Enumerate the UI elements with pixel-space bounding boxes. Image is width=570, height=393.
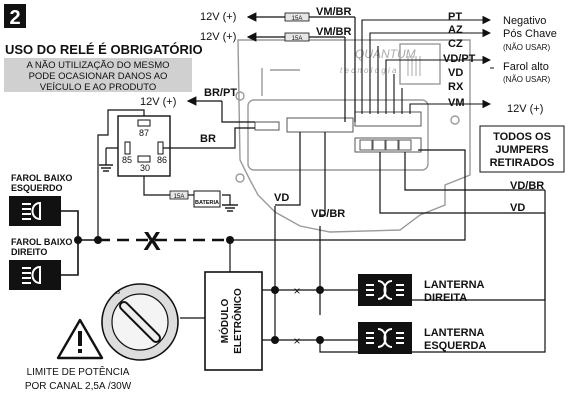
brand-tagline: t e c n o l o g i a [340,66,397,75]
lantern-left-line-1: LANTERNA [424,327,485,339]
jumpers-note-box [479,125,565,173]
supply-2-label: 12V (+) [200,31,236,43]
warning-line-2: PODE OCASIONAR DANOS AO [29,71,168,82]
supply-row-1: 12V (+) 15A VM/BR [200,6,355,23]
out-code-vm: VM [448,97,465,109]
out-label-farol-alto: Farol alto [503,61,549,73]
relay [117,115,171,177]
relay-pin-30: 30 [140,163,150,173]
out-code-vdpt: VD/PT [443,53,476,65]
relay-fuse-label: 15A [174,194,185,200]
out-label-pos-chave: Pós Chave [503,28,557,40]
supply-row-2: 12V (+) 15A VM/BR [200,26,352,43]
electronic-module [204,271,263,371]
svg-text:ⴰ: ⴰ [115,287,120,296]
limit-line-2: POR CANAL 2,5A /30W [25,381,132,392]
lantern-right-cut: × [293,284,300,298]
lantern-left-cut: × [293,334,300,348]
brand-logo: QUANTUM [355,47,416,61]
warning-line-1: A NÃO UTILIZAÇÃO DO MESMO [26,60,169,71]
lantern-right-line-2: DIREITA [424,292,467,304]
relay-pin-86: 86 [157,155,167,165]
cut-mark: X [143,226,161,256]
controller-housing [235,39,471,233]
fuse-2-label: 15A [292,36,303,42]
out-label-vd: (NÃO USAR) [503,75,550,84]
relay-supply-wire: BR/PT [204,87,237,99]
warning-box [4,58,192,92]
out-code-pt: PT [448,11,462,23]
ground-symbols [99,164,238,212]
out-code-cz: CZ [448,38,463,50]
warning-title: USO DO RELÉ É OBRIGATÓRIO [5,42,203,57]
module-line-1: MÓDULO [218,299,231,344]
lantern-right-line-1: LANTERNA [424,279,485,291]
headlight-left-line-2: ESQUERDO [11,183,63,193]
supply-2-wire: VM/BR [316,26,352,38]
headlight-right-icon [9,260,61,290]
warning-triangle-icon [56,318,104,360]
headlight-right-line-2: DIREITO [11,247,47,257]
jumpers-line-1: TODOS OS [493,131,551,143]
step-number: 2 [9,7,20,29]
step-badge [4,4,26,28]
wire-vd-center: VD [274,192,289,204]
out-label-vm: 12V (+) [507,103,543,115]
lantern-left-line-2: ESQUERDA [424,340,486,352]
supply-1-label: 12V (+) [200,11,236,23]
relay-wires [97,96,255,240]
jumpers-line-2: JUMPERS [495,144,548,156]
light-switch-icon: ⴰ [101,283,179,361]
fuse-1-label: 15A [292,16,303,22]
out-code-vd: VD [448,67,463,79]
headlight-glyphs [22,201,41,285]
wire-vdbr-right: VD/BR [510,180,544,192]
lantern-wiring [262,289,546,353]
out-label-cz: (NÃO USAR) [503,43,550,52]
right-output-wires [361,15,492,114]
headlight-left-icon [9,196,61,226]
warning-line-3: VEÍCULO E AO PRODUTO [40,82,157,93]
battery-label: BATERIA [195,200,219,206]
out-code-az: AZ [448,24,463,36]
center-wiring [229,132,546,340]
relay-supply-label: 12V (+) [140,96,176,108]
relay-out-wire: BR [200,133,216,145]
wire-vd-right: VD [510,202,525,214]
relay-pin-87: 87 [139,128,149,138]
connectors [254,111,422,153]
jumpers-line-3: RETIRADOS [490,157,555,169]
out-code-rx: RX [448,81,464,93]
lantern-glyphs [366,280,404,348]
limit-line-1: LIMITE DE POTÊNCIA [27,365,130,378]
wire-vdbr-center: VD/BR [311,208,345,220]
stripes [407,56,421,76]
module-line-2: ELETRÔNICO [231,288,244,354]
out-label-negativo: Negativo [503,15,546,27]
headlight-left-line-1: FAROL BAIXO [11,173,72,183]
relay-pin-85: 85 [122,155,132,165]
headlight-right-line-1: FAROL BAIXO [11,237,72,247]
supply-1-wire: VM/BR [316,6,352,18]
battery [193,190,221,208]
